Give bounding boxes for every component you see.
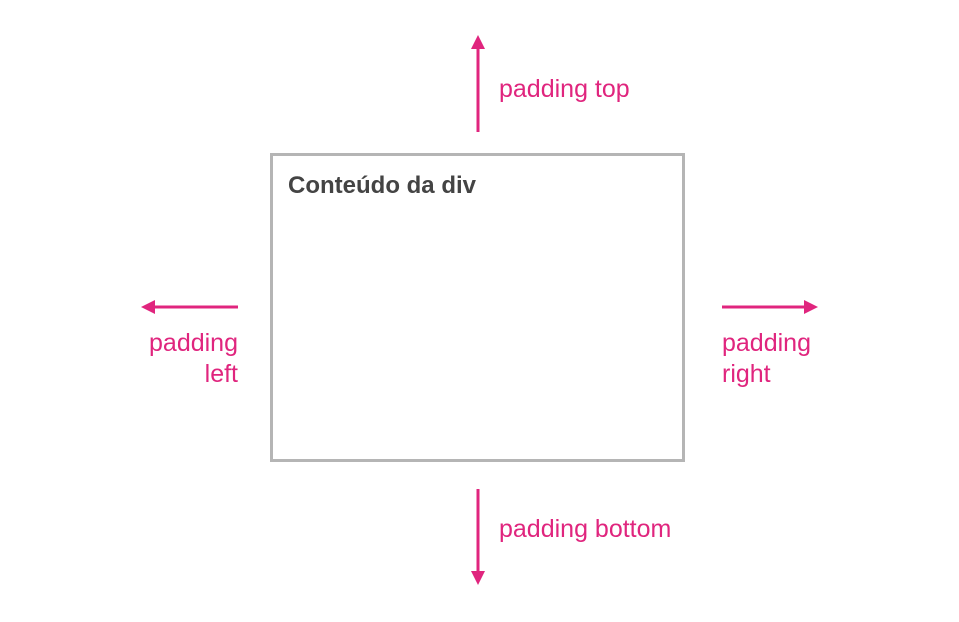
label-padding-right-line2: right bbox=[722, 360, 771, 388]
arrow-down bbox=[471, 489, 485, 585]
label-padding-bottom: padding bottom bbox=[499, 514, 671, 545]
label-padding-top-text: padding top bbox=[499, 75, 630, 103]
label-padding-right: padding right bbox=[722, 328, 811, 390]
arrow-up bbox=[471, 35, 485, 132]
label-padding-left: padding left bbox=[120, 328, 238, 390]
label-padding-top: padding top bbox=[499, 74, 630, 105]
label-padding-left-line2: left bbox=[204, 360, 238, 388]
arrow-up-head bbox=[471, 35, 485, 49]
content-box: Conteúdo da div bbox=[270, 153, 685, 462]
label-padding-left-line1: padding bbox=[149, 329, 238, 357]
label-padding-right-line1: padding bbox=[722, 329, 811, 357]
arrow-right-head bbox=[804, 300, 818, 314]
arrow-left-head bbox=[141, 300, 155, 314]
box-title: Conteúdo da div bbox=[288, 172, 476, 199]
label-padding-bottom-text: padding bottom bbox=[499, 515, 672, 543]
arrow-down-head bbox=[471, 571, 485, 585]
arrow-left bbox=[141, 300, 238, 314]
arrow-right bbox=[722, 300, 818, 314]
